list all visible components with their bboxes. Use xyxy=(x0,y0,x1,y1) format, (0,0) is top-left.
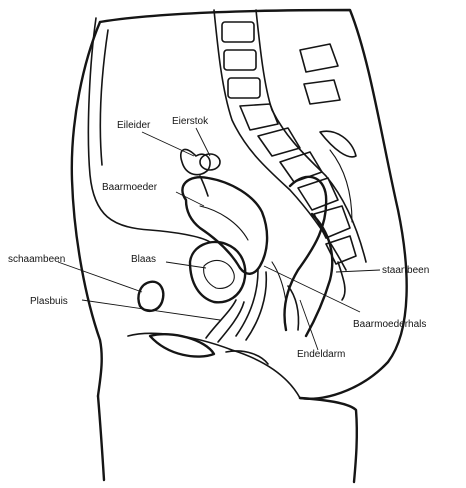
bladder-outline xyxy=(190,242,245,302)
leader-baarmoeder xyxy=(176,192,204,206)
vertebra xyxy=(224,50,256,70)
fallopian-tube-fimbria xyxy=(181,149,210,174)
thigh-front-edge xyxy=(98,396,104,480)
thigh-back-edge xyxy=(300,398,357,482)
leader-plasbuis xyxy=(82,300,220,320)
leader-eierstok xyxy=(196,128,210,156)
uterus-body xyxy=(182,177,267,274)
pubic-bone xyxy=(138,282,163,311)
vertebra xyxy=(228,78,260,98)
back-contour xyxy=(100,10,407,399)
label-eierstok: Eierstok xyxy=(172,116,209,127)
leader-eileider xyxy=(142,132,194,156)
leader-staartbeen xyxy=(336,270,380,272)
label-plasbuis: Plasbuis xyxy=(30,296,68,307)
anal-canal xyxy=(288,286,299,330)
spine xyxy=(214,10,366,270)
label-eileider: Eileider xyxy=(117,120,151,131)
labia xyxy=(150,334,214,356)
leader-endeldarm xyxy=(300,300,318,350)
rectovaginal-line xyxy=(272,262,286,302)
uterine-cavity xyxy=(200,206,248,240)
label-schaambeen: schaambeen xyxy=(8,254,65,265)
leader-blaas xyxy=(166,262,206,268)
leader-lines xyxy=(58,128,380,350)
pelvic-channels xyxy=(206,177,332,342)
spinous-process xyxy=(300,44,338,72)
vaginal-canal xyxy=(246,272,266,340)
uterus xyxy=(182,177,267,274)
leader-schaambeen xyxy=(58,262,142,292)
label-blaas: Blaas xyxy=(131,254,156,265)
abdominal-wall-line xyxy=(100,30,108,165)
perineum-contour xyxy=(128,333,300,398)
vertebra xyxy=(222,22,254,42)
body-outline xyxy=(72,10,407,482)
abdomen-contour xyxy=(72,22,102,396)
spinous-process xyxy=(304,80,340,104)
sacral-crest xyxy=(320,131,356,157)
label-baarmoederhals: Baarmoederhals xyxy=(353,319,426,330)
bladder-inner xyxy=(204,260,235,288)
bladder xyxy=(190,242,245,302)
label-endeldarm: Endeldarm xyxy=(297,349,345,360)
tube-stem xyxy=(200,176,208,196)
vertebra xyxy=(240,104,278,130)
label-staartbeen: staartbeen xyxy=(382,265,429,276)
ovary-and-tube xyxy=(181,149,220,196)
label-baarmoeder: Baarmoeder xyxy=(102,182,158,193)
